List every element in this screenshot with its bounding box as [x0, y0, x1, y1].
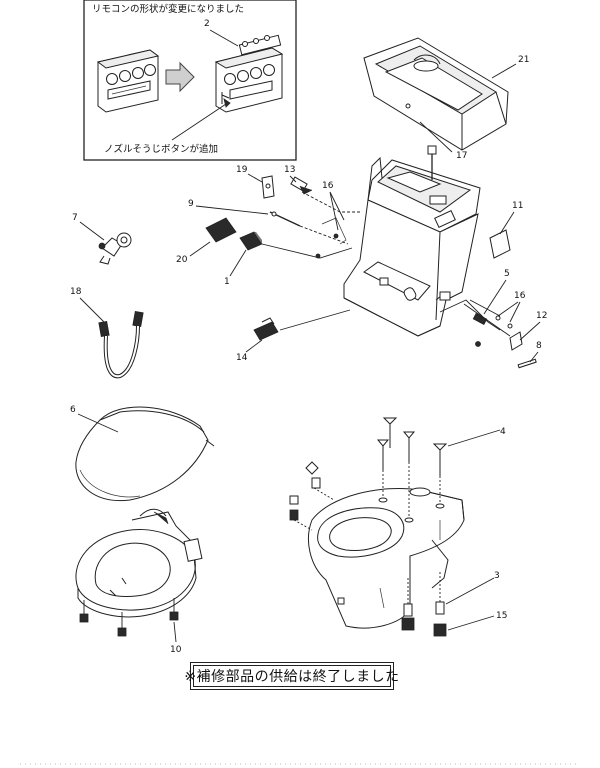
bowl-left-caps [289, 461, 335, 531]
part-3-15-fittings [401, 572, 447, 637]
part-label-15: 15 [496, 611, 507, 621]
part-label-20: 20 [176, 255, 188, 265]
notice-text: ※補修部品の供給は終了しました [184, 665, 399, 687]
right-side-fittings [439, 299, 537, 369]
part-label-13: 13 [284, 165, 295, 175]
part-label-5: 5 [504, 269, 510, 279]
part-label-1: 1 [224, 277, 230, 287]
part-label-14: 14 [236, 353, 248, 363]
left-side-fittings [205, 175, 360, 259]
part-10-toilet-seat [75, 508, 203, 637]
part-label-16b: 16 [514, 291, 526, 301]
toilet-bowl [308, 487, 465, 629]
part-18-supply-hose [98, 310, 144, 379]
part-1-block [239, 231, 263, 251]
part-label-8: 8 [536, 341, 542, 351]
part-label-17: 17 [456, 151, 467, 161]
part-label-6: 6 [70, 405, 76, 415]
part-label-16a: 16 [322, 181, 334, 191]
part-label-9: 9 [188, 199, 194, 209]
parts-supply-notice: ※補修部品の供給は終了しました [184, 662, 399, 690]
part-11-side-panel [489, 229, 511, 259]
part-4-bolts [376, 417, 448, 523]
inset-caption-top: リモコンの形状が変更になりました [92, 3, 244, 15]
part-label-3: 3 [494, 571, 500, 581]
part-label-4: 4 [500, 427, 506, 437]
remote-change-inset: リモコンの形状が変更になりました ノズルそうじボタンが追加 [83, 0, 297, 161]
part-14-clip [253, 317, 279, 341]
part-label-7: 7 [72, 213, 78, 223]
inset-caption-bottom: ノズルそうじボタンが追加 [104, 143, 218, 155]
old-remote-control [96, 49, 160, 113]
part-6-seat-lid [75, 406, 215, 502]
part-7-stop-valve [98, 232, 132, 265]
part-label-12: 12 [536, 311, 547, 321]
new-remote-control [214, 34, 284, 113]
part-label-2: 2 [204, 19, 210, 29]
part-label-10: 10 [170, 645, 182, 655]
part-label-11: 11 [512, 201, 523, 211]
part-label-19: 19 [236, 165, 248, 175]
change-arrow-icon [165, 61, 195, 93]
part-21-top-cover [363, 37, 509, 151]
washlet-main-unit [343, 145, 481, 337]
part-label-21: 21 [518, 55, 529, 65]
part-20-filter [205, 217, 237, 243]
part-label-18: 18 [70, 287, 82, 297]
